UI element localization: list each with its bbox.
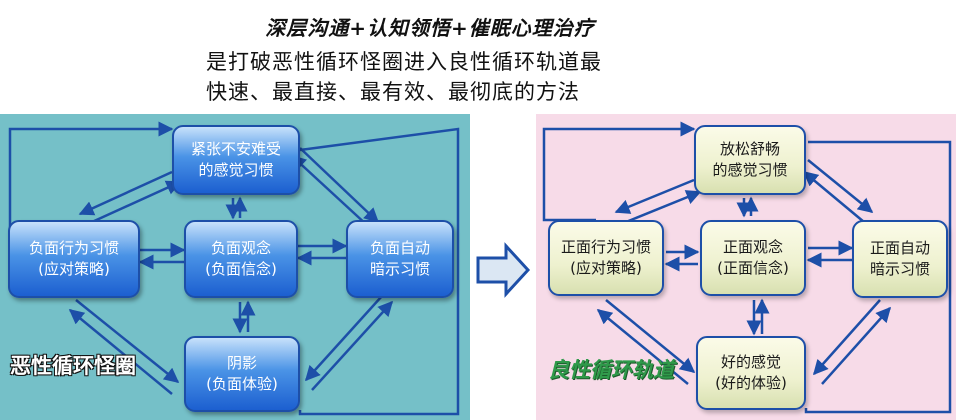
vicious-arrow-left-bottom-a [75, 299, 180, 383]
node-line: 阴影 [226, 354, 257, 372]
virtuous-arrow-right-bottom-b [821, 306, 892, 385]
vicious-node-behavior-habit: 负面行为习惯 (应对策略) [8, 220, 140, 298]
subtitle-line-1: 是打破恶性循环怪圈进入良性循环轨道最 [206, 50, 602, 74]
virtuous-arrow-right-bottom-a [813, 299, 881, 376]
node-line: (正面信念) [717, 259, 789, 277]
virtuous-outer-loop [542, 121, 696, 222]
vicious-outer-loop-right [298, 127, 460, 416]
node-line: 紧张不安难受 [190, 140, 281, 158]
vicious-node-belief: 负面观念 (负面信念) [184, 220, 298, 298]
node-line: (负面信念) [205, 260, 277, 278]
node-line: 暗示习惯 [869, 260, 930, 278]
node-line: 的感觉习惯 [198, 161, 274, 179]
diagram-title: 深层沟通+认知领悟+催眠心理治疗 [265, 16, 595, 40]
virtuous-arrow-top-left-a [614, 178, 695, 214]
vicious-node-feeling-habit: 紧张不安难受 的感觉习惯 [172, 125, 300, 195]
node-line: 放松舒畅 [719, 140, 780, 158]
virtuous-node-auto-suggestion: 正面自动 暗示习惯 [852, 220, 948, 298]
subtitle-line-2: 快速、最直接、最有效、最彻底的方法 [206, 80, 580, 104]
vicious-arrow-top-right-a [299, 147, 380, 224]
vicious-node-auto-suggestion: 负面自动 暗示习惯 [346, 220, 454, 298]
vicious-cycle-label: 恶性循环怪圈 [10, 354, 136, 378]
virtuous-node-feeling-habit: 放松舒畅 的感觉习惯 [694, 125, 806, 195]
node-line: 的感觉习惯 [712, 161, 788, 179]
virtuous-arrow-top-right-b [802, 171, 865, 223]
vicious-arrow-top-left-a [78, 170, 173, 216]
node-line: (好的体验) [715, 374, 787, 392]
virtuous-arrow-left-bottom-a [605, 299, 696, 373]
virtuous-cycle-label: 良性循环轨道 [548, 358, 674, 382]
node-line: 负面观念 [210, 239, 271, 257]
vicious-node-shadow: 阴影 (负面体验) [184, 336, 300, 412]
virtuous-node-behavior-habit: 正面行为习惯 (应对策略) [548, 220, 664, 296]
vicious-arrow-left-bottom-b [68, 309, 173, 395]
node-line: 正面观念 [722, 238, 783, 256]
virtuous-node-good-feeling: 好的感觉 (好的体验) [696, 336, 806, 410]
virtuous-outer-loop-right [804, 140, 952, 414]
virtuous-node-belief: 正面观念 (正面信念) [700, 220, 806, 296]
virtuous-arrow-top-left-b [625, 190, 702, 224]
vicious-arrow-top-right-b [290, 154, 369, 227]
node-line: (负面体验) [206, 375, 278, 393]
vicious-arrow-right-bottom-a [304, 295, 383, 382]
vicious-arrow-right-bottom-b [311, 300, 394, 391]
node-line: 负面自动 [369, 239, 430, 257]
node-line: 正面行为习惯 [560, 238, 651, 256]
node-line: 负面行为习惯 [28, 239, 119, 257]
vicious-outer-loop [8, 121, 174, 228]
vicious-arrow-top-left-b [91, 180, 182, 224]
node-line: (应对策略) [38, 260, 110, 278]
node-line: (应对策略) [570, 259, 642, 277]
node-line: 暗示习惯 [369, 260, 430, 278]
virtuous-arrow-top-right-a [807, 159, 874, 213]
virtuous-arrow-left-bottom-b [596, 309, 689, 385]
node-line: 正面自动 [869, 239, 930, 257]
node-line: 好的感觉 [720, 353, 781, 371]
transition-arrow [476, 242, 531, 298]
